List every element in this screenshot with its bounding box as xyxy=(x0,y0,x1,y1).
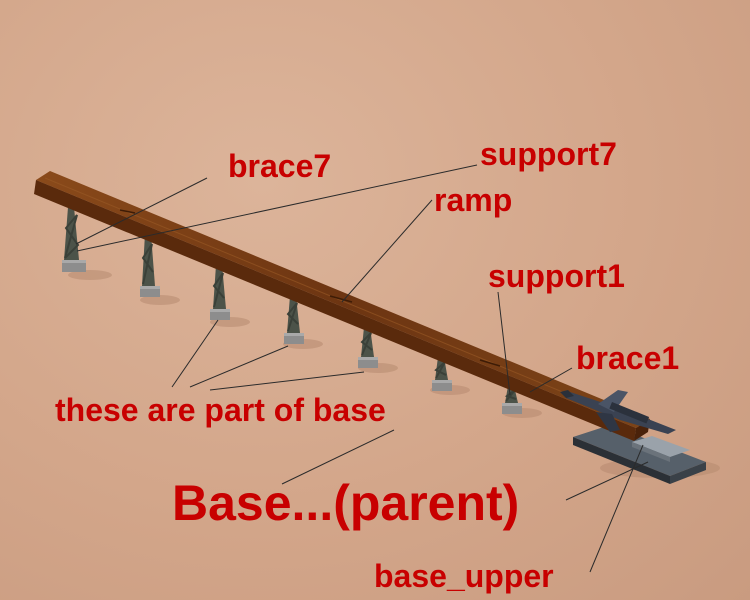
label-support1: support1 xyxy=(488,258,625,294)
support-7 xyxy=(62,207,86,272)
supports xyxy=(62,207,522,414)
label-ramp: ramp xyxy=(434,182,513,218)
support-3 xyxy=(358,327,378,368)
label-brace7: brace7 xyxy=(228,148,332,184)
leader-lines xyxy=(75,164,649,573)
support-6 xyxy=(140,234,160,297)
base-upper-block xyxy=(632,436,690,462)
label-base-upper: base_upper xyxy=(374,558,554,594)
base-slab xyxy=(573,425,706,484)
label-base-parts: these are part of base xyxy=(55,392,386,428)
support-5 xyxy=(210,265,230,320)
label-support7: support7 xyxy=(480,136,617,172)
label-base-parent: Base...(parent) xyxy=(172,475,520,531)
label-brace1: brace1 xyxy=(576,340,680,376)
aircraft-model xyxy=(560,390,676,434)
support-4 xyxy=(284,296,304,344)
